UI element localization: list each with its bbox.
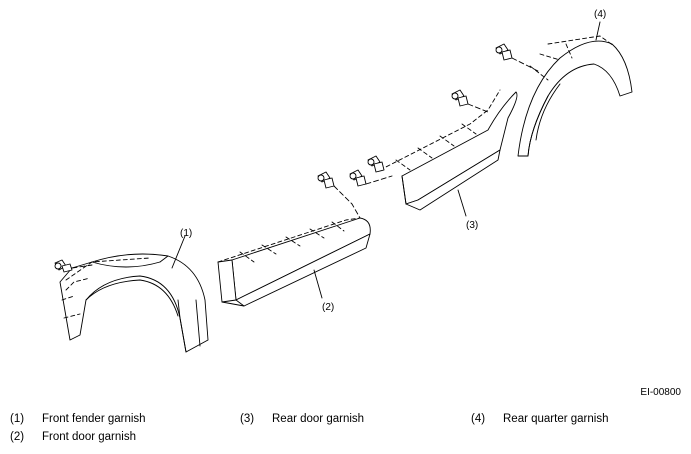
clip-icon [54,259,73,273]
callout-1: (1) [180,228,192,239]
clip-icon [495,43,513,61]
callout-3: (3) [466,220,478,231]
exploded-view-diagram: (1) (2) (3) (4) [54,9,633,353]
legend-item-2: (2) Front door garnish [10,431,136,443]
clip-icon [451,89,469,107]
rear-door-garnish [349,89,518,217]
front-door-garnish [217,171,371,307]
figure-code: EI-00800 [640,387,681,398]
legend-item-1: (1) Front fender garnish [10,413,146,425]
clip-icon [367,155,385,173]
legend-label: Front door garnish [42,431,136,443]
callout-2: (2) [322,302,334,313]
legend-number: (1) [10,413,25,425]
legend-number: (3) [240,413,255,425]
legend-label: Rear quarter garnish [503,413,609,425]
legend-number: (2) [10,431,25,443]
callout-4: (4) [594,9,606,20]
clip-icon [317,171,335,189]
legend-label: Front fender garnish [42,413,146,425]
clip-icon [349,169,367,187]
legend-item-3: (3) Rear door garnish [240,413,364,425]
rear-quarter-garnish [495,21,633,157]
front-fender-garnish [54,235,209,353]
legend-label: Rear door garnish [272,413,365,425]
legend-item-4: (4) Rear quarter garnish [471,413,608,425]
legend-number: (4) [471,413,486,425]
